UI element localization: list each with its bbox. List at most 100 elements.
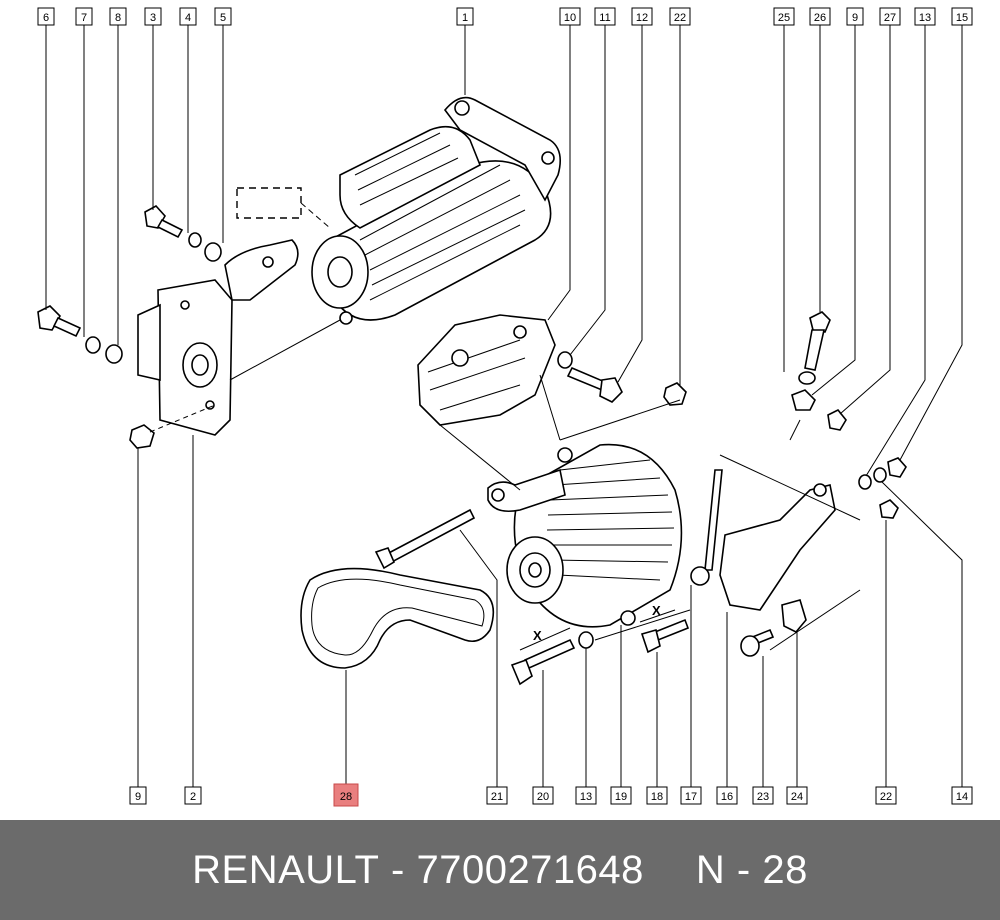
svg-text:17: 17	[685, 791, 697, 803]
washer-4	[188, 232, 202, 248]
washer-14	[873, 467, 887, 483]
washer-5	[204, 242, 222, 262]
bolt-23	[740, 628, 775, 657]
svg-text:7: 7	[81, 12, 87, 24]
svg-text:2: 2	[190, 791, 196, 803]
svg-text:3: 3	[150, 12, 156, 24]
starter-bracket	[137, 239, 299, 436]
nut-9-left	[129, 424, 155, 449]
diagram-reference: N - 28	[695, 847, 808, 892]
callout-8: 8	[109, 7, 127, 26]
callout-13-top: 13	[914, 7, 936, 26]
svg-text:4: 4	[185, 12, 191, 24]
bolt-20	[510, 638, 576, 686]
callout-18: 18	[646, 786, 668, 805]
callout-28-highlighted: 28	[333, 783, 359, 807]
washer-13-lower	[578, 631, 594, 649]
svg-text:1: 1	[462, 12, 468, 24]
drive-belt	[300, 567, 495, 669]
callout-2: 2	[184, 786, 202, 805]
bolt-18	[640, 618, 690, 654]
callout-25: 25	[773, 7, 795, 26]
svg-text:21: 21	[491, 791, 503, 803]
callout-16: 16	[716, 786, 738, 805]
nut-9-right	[791, 389, 816, 411]
svg-text:16: 16	[721, 791, 733, 803]
part-info-footer: RENAULT - 7700271648 N - 28	[0, 820, 1000, 920]
dashed-reference-box	[236, 187, 302, 219]
callout-1: 1	[456, 7, 474, 26]
nut-22-right	[879, 499, 899, 519]
callout-9-bottom: 9	[129, 786, 147, 805]
clip-24	[781, 599, 807, 633]
dimension-x-left: X	[533, 628, 542, 643]
svg-text:22: 22	[880, 791, 892, 803]
starter-motor	[311, 96, 561, 325]
bolt-3	[144, 204, 184, 239]
callout-22-top: 22	[669, 7, 691, 26]
callout-6: 6	[37, 7, 55, 26]
callout-20: 20	[532, 786, 554, 805]
washer-13-right	[858, 474, 872, 490]
callout-13-bottom: 13	[575, 786, 597, 805]
callout-3: 3	[144, 7, 162, 26]
callout-23: 23	[752, 786, 774, 805]
callout-17: 17	[680, 786, 702, 805]
nut-22-top	[663, 382, 687, 406]
svg-text:25: 25	[778, 12, 790, 24]
svg-text:13: 13	[580, 791, 592, 803]
bolt-12	[566, 366, 623, 403]
callout-19: 19	[610, 786, 632, 805]
callout-4: 4	[179, 7, 197, 26]
svg-text:24: 24	[791, 791, 803, 803]
callout-7: 7	[75, 7, 93, 26]
svg-text:15: 15	[956, 12, 968, 24]
exploded-parts-diagram: X X	[37, 7, 973, 807]
callout-22-bottom: 22	[875, 786, 897, 805]
svg-text:27: 27	[884, 12, 896, 24]
svg-text:10: 10	[564, 12, 576, 24]
svg-text:9: 9	[135, 791, 141, 803]
alternator-bracket	[417, 314, 556, 426]
svg-text:23: 23	[757, 791, 769, 803]
washer-7	[85, 336, 101, 354]
svg-text:11: 11	[599, 12, 610, 24]
svg-text:19: 19	[615, 791, 627, 803]
leader-lines	[45, 25, 963, 787]
callout-21: 21	[486, 786, 508, 805]
svg-text:28: 28	[340, 791, 352, 803]
svg-text:18: 18	[651, 791, 663, 803]
adjuster-bracket-16	[719, 483, 836, 611]
callout-26: 26	[809, 7, 831, 26]
svg-text:9: 9	[852, 12, 858, 24]
callout-5: 5	[214, 7, 232, 26]
alternator	[487, 443, 683, 628]
callout-24: 24	[786, 786, 808, 805]
callout-14: 14	[951, 786, 973, 805]
svg-text:13: 13	[919, 12, 931, 24]
dimension-x-right: X	[652, 603, 661, 618]
nut-15	[887, 457, 907, 478]
bolt-26	[804, 311, 831, 371]
callout-9-top: 9	[846, 7, 864, 26]
washer-25	[798, 371, 816, 385]
svg-text:20: 20	[537, 791, 549, 803]
bolt-21	[374, 508, 476, 570]
callout-15: 15	[951, 7, 973, 26]
callouts: 6 7 8 3 4 5 1 10 11 12 22 25 26 9 27 13 …	[37, 7, 973, 807]
brand-name: RENAULT	[192, 847, 380, 892]
svg-text:6: 6	[43, 12, 49, 24]
callout-11: 11	[594, 7, 616, 26]
svg-text:22: 22	[674, 12, 686, 24]
callout-10: 10	[559, 7, 581, 26]
callout-27: 27	[879, 7, 901, 26]
svg-text:14: 14	[956, 791, 968, 803]
svg-text:26: 26	[814, 12, 826, 24]
washer-8	[105, 344, 123, 364]
washer-11	[557, 351, 573, 369]
tension-rod-17	[690, 469, 723, 586]
separator: -	[391, 847, 405, 892]
nut-27	[827, 408, 847, 431]
part-number: 7700271648	[416, 847, 644, 892]
bolt-6	[37, 305, 82, 338]
